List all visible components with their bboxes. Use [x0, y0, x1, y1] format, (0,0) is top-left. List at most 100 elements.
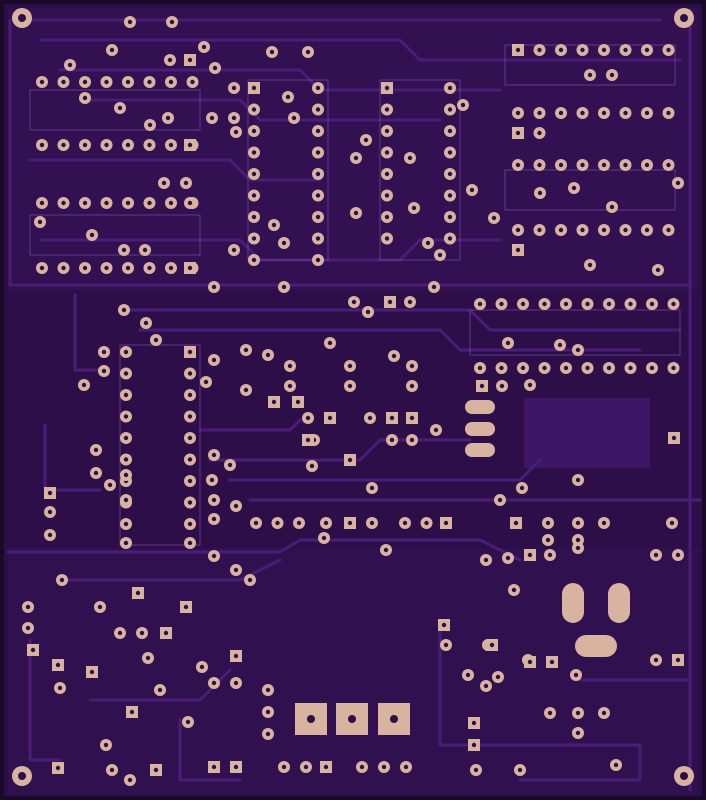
pad-drill [168, 265, 174, 271]
pad-drill [409, 363, 415, 369]
pad-drill [185, 719, 191, 725]
ground-rail-trace [8, 18, 692, 287]
ic-outline-1 [29, 89, 201, 131]
pad-drill [623, 227, 628, 233]
pad-drill [143, 320, 149, 326]
pad-drill [580, 47, 585, 53]
pad-drill [351, 299, 357, 305]
pad-drill [347, 363, 353, 369]
pad-drill [601, 227, 607, 233]
pad-drill [549, 659, 555, 665]
pad-drill [411, 205, 417, 211]
pad-drill [580, 227, 585, 233]
pad-drill [580, 162, 585, 168]
pad-drill [233, 567, 239, 573]
pad-drill [285, 94, 291, 100]
pad-drill [104, 79, 109, 85]
pad-drill [295, 399, 301, 405]
pad-drill [123, 457, 129, 462]
pad-drill [209, 477, 215, 483]
jack-pad-2 [608, 583, 630, 623]
mid-trace-a [198, 418, 302, 432]
pad-drill [82, 265, 88, 271]
pad-drill [271, 222, 277, 228]
pad-drill [545, 520, 551, 526]
pad-drill [315, 257, 321, 263]
pad-drill [558, 110, 564, 116]
pad-drill [384, 236, 390, 241]
mounting-hole-top-left-drill [18, 14, 26, 22]
mounting-hole-bottom-left-drill [18, 772, 26, 780]
pad-drill [315, 128, 321, 134]
pad-drill [199, 664, 205, 670]
pad-drill [402, 520, 408, 526]
pad-drill [606, 365, 612, 371]
mid-bus-trace-a [118, 308, 682, 332]
pad-drill [125, 79, 131, 85]
pad-drill [513, 520, 519, 526]
pad-drill [167, 57, 173, 63]
pad-drill [613, 762, 619, 768]
pad-drill [39, 200, 45, 206]
pad-drill [265, 709, 271, 715]
pad-drill [387, 299, 393, 305]
pad-drill [315, 107, 321, 112]
pad-drill [558, 162, 564, 168]
pad-drill [281, 240, 287, 246]
pad-drill [127, 777, 133, 783]
pad-drill [104, 142, 109, 148]
pad-drill [391, 353, 397, 359]
pad-drill [409, 383, 415, 389]
pad-drill [347, 457, 353, 463]
pad-drill [47, 532, 53, 538]
pad-drill [383, 547, 389, 553]
pad-drill [109, 767, 115, 773]
ic-outline-2 [29, 214, 201, 256]
pad-drill [187, 371, 193, 376]
pad-drill [269, 49, 275, 55]
lower-trace-a [58, 558, 282, 582]
pad-drill [447, 214, 453, 220]
regulator-heatsink-pad [524, 398, 650, 468]
pad-drill [253, 520, 259, 526]
lower-left-trace [28, 638, 62, 762]
pad-drill [471, 742, 477, 748]
pad-drill [93, 470, 99, 476]
pad-drill [537, 110, 542, 116]
pad-drill [558, 227, 564, 233]
pad-drill [384, 214, 390, 220]
pad-drill [465, 672, 471, 678]
pad-drill [649, 365, 655, 371]
pad-drill [82, 79, 88, 85]
pad-drill [491, 215, 497, 221]
pad-drill [61, 200, 66, 206]
lower-trace-c [178, 718, 242, 782]
pad-drill [363, 137, 369, 143]
pad-drill [147, 142, 152, 148]
pad-drill [527, 659, 533, 665]
pad-drill [147, 265, 152, 271]
pad-drill [558, 47, 564, 53]
pad-drill [483, 683, 489, 689]
pad-drill [89, 669, 95, 675]
pad-drill [601, 520, 607, 526]
mounting-holes [12, 8, 694, 786]
pad-drill [675, 180, 681, 186]
pad-drill [327, 415, 333, 421]
pad-drill [628, 365, 633, 371]
pad-drill [121, 307, 127, 313]
pad-drill [123, 349, 129, 355]
pad-drill [623, 110, 628, 116]
pad-drill [473, 767, 479, 773]
pad-drill [168, 200, 174, 206]
pad-drill [606, 301, 612, 307]
pad-drill [125, 142, 131, 148]
pad-drill [441, 622, 447, 628]
pad-drill [495, 674, 501, 680]
bus-trace-a [38, 38, 682, 62]
pad-drill [55, 662, 61, 668]
jack-pad-1 [562, 583, 584, 623]
pad-drill [585, 365, 590, 371]
pad-drill [187, 200, 193, 206]
